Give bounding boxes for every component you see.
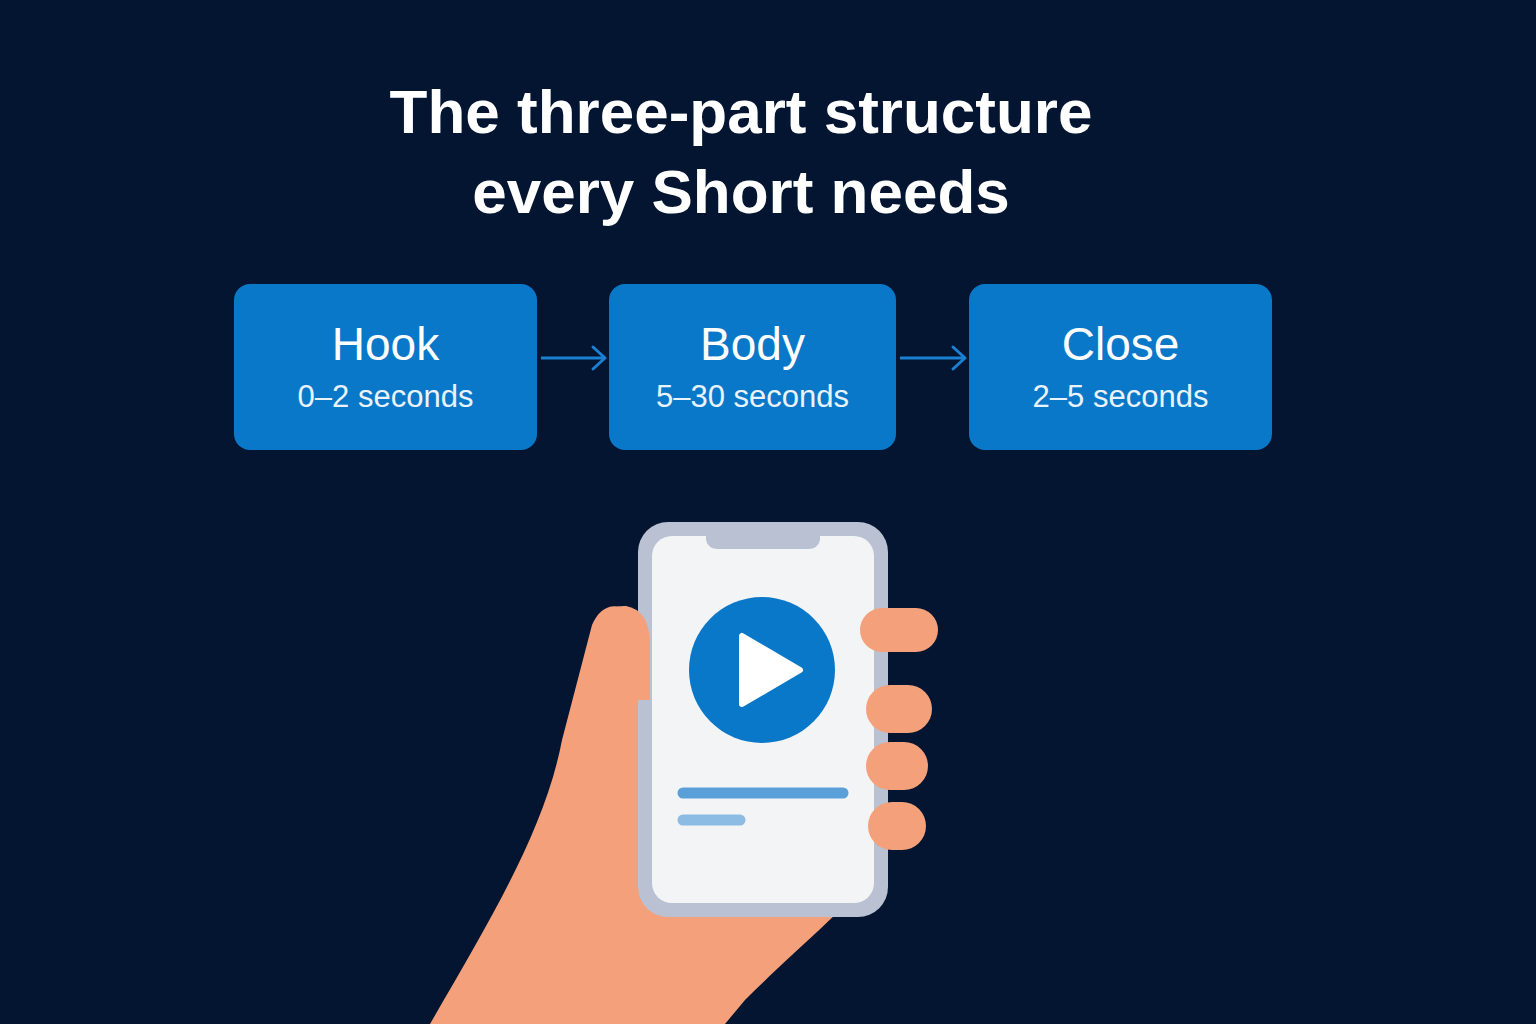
play-triangle xyxy=(742,636,800,704)
stage-box: Close 2–5 seconds xyxy=(969,284,1272,450)
stage-name: Hook xyxy=(332,317,439,371)
phone-notch xyxy=(706,536,820,549)
stage-duration: 0–2 seconds xyxy=(298,377,474,417)
progress-line xyxy=(683,815,740,826)
flow-arrow xyxy=(541,347,605,369)
phone-screen xyxy=(652,536,874,903)
finger xyxy=(866,685,932,733)
stage-name: Body xyxy=(700,317,805,371)
phone-body xyxy=(638,522,888,917)
finger xyxy=(866,742,928,790)
stage-box: Hook 0–2 seconds xyxy=(234,284,537,450)
finger xyxy=(860,608,938,652)
stage-duration: 5–30 seconds xyxy=(656,377,849,417)
stage-name: Close xyxy=(1062,317,1180,371)
progress-line xyxy=(683,788,843,799)
diagram-title: The three-part structure every Short nee… xyxy=(301,72,1181,232)
flow-arrow xyxy=(900,347,965,369)
stage-box: Body 5–30 seconds xyxy=(609,284,896,450)
stage-duration: 2–5 seconds xyxy=(1033,377,1209,417)
thumb xyxy=(598,606,650,700)
finger xyxy=(868,802,926,850)
play-button xyxy=(689,597,835,743)
